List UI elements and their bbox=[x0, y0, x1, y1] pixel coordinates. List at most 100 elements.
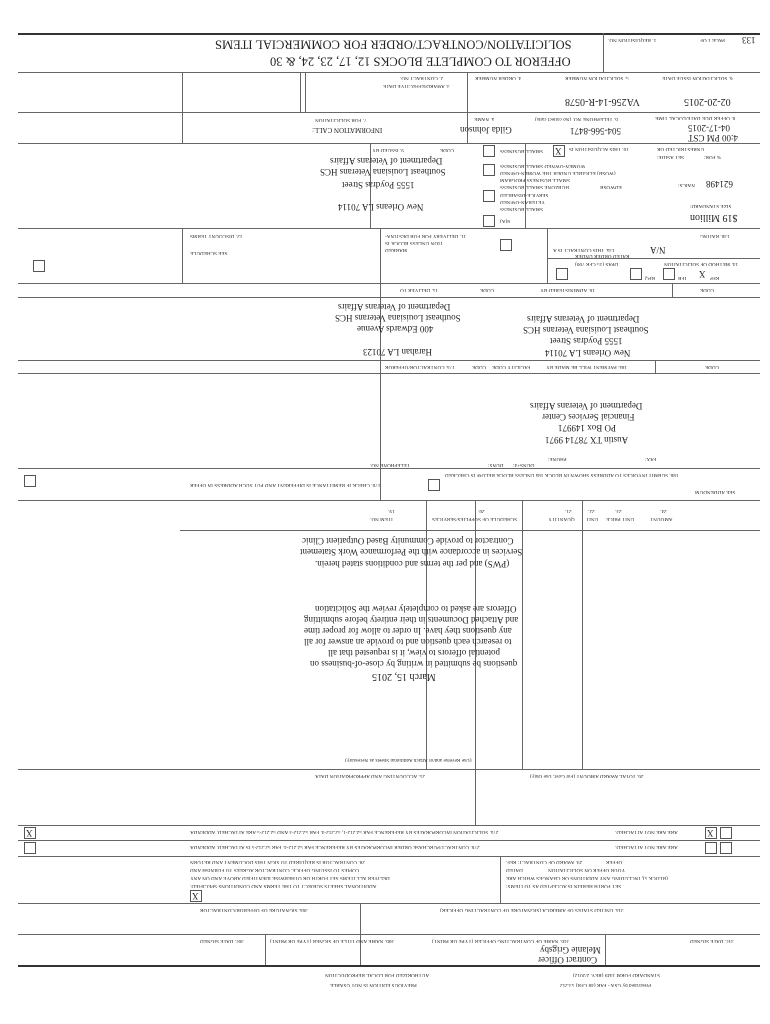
eight-a-checkbox[interactable] bbox=[483, 215, 495, 227]
wosb-label-2: (WOSB) ELIGIBLE UNDER THE WOMEN-OWNED bbox=[500, 170, 616, 175]
pct-for-label: % FOR: bbox=[704, 154, 722, 159]
clause-29: YOUR OFFER ON SOLICITATION bbox=[548, 867, 626, 872]
clause-29: (BLOCK 5), INCLUDING ANY ADDITIONS OR CH… bbox=[506, 875, 668, 880]
naics-code: 621498 bbox=[706, 179, 733, 189]
clause-29: SET FORTH HEREIN IS ACCEPTED AS TO ITEMS… bbox=[506, 883, 622, 888]
price-num: 23. bbox=[615, 508, 622, 513]
footer-form: STANDARD FORM 1449 (REV. 2/2012) bbox=[573, 972, 661, 977]
sdvosb-label-3: SMALL BUSINESS bbox=[500, 206, 544, 211]
order-no-label: 4. ORDER NUMBER bbox=[475, 75, 522, 80]
rating-value: N/A bbox=[650, 245, 666, 255]
description-line: Contractor to provide Community Based Ou… bbox=[302, 536, 514, 546]
form-subtitle: OFFEROR TO COMPLETE BLOCKS 12, 17, 23, 2… bbox=[270, 54, 571, 69]
discount-label: 12. DISCOUNT TERMS bbox=[190, 233, 243, 238]
block-11-checkbox[interactable] bbox=[33, 260, 45, 272]
description-line: Services in accordance with the Performa… bbox=[300, 547, 523, 557]
deliver-to-label: 15. DELIVER TO bbox=[400, 287, 439, 292]
due-time: 4:00 PM CST bbox=[688, 133, 739, 143]
rating-label: 13b. RATING bbox=[700, 233, 730, 238]
contract-no-label: 2. CONTRACT NO. bbox=[400, 75, 444, 80]
clause-27a-mark-2: X bbox=[26, 828, 33, 838]
remittance-checkbox[interactable] bbox=[428, 479, 440, 491]
due-label: 8. OFFER DUE DATE/LOCAL TIME bbox=[655, 115, 736, 120]
ifb-checkbox[interactable] bbox=[663, 268, 675, 280]
contractor-code: CODE bbox=[472, 364, 487, 369]
size-standard-label: SIZE STANDARD: bbox=[690, 203, 732, 208]
rated-label-2: RATED ORDER UNDER bbox=[575, 253, 630, 258]
payment-line: Department of Veterans Affairs bbox=[530, 401, 643, 411]
administered-by-code: CODE bbox=[700, 287, 715, 292]
info-call-label-2: 7. FOR SOLICITATION bbox=[315, 117, 367, 122]
description-line: (PWS) and per the terms and conditions s… bbox=[315, 559, 510, 569]
addenda-27b-are-checkbox[interactable] bbox=[705, 842, 717, 854]
addenda-27b-not-checkbox[interactable] bbox=[720, 842, 732, 854]
ifb-label: IFB bbox=[678, 275, 687, 280]
form-title: SOLICITATION/CONTRACT/ORDER FOR COMMERCI… bbox=[215, 37, 572, 52]
payment-line: Austin TX 78714 9971 bbox=[545, 435, 629, 445]
administered-by-line: Department of Veterans Affairs bbox=[527, 314, 640, 324]
officer-name: Melanie Grigsby bbox=[540, 945, 601, 955]
size-standard: $19 Million bbox=[690, 212, 738, 223]
quantity-header: QUANTITY bbox=[548, 516, 575, 521]
item-no-header: ITEM NO. bbox=[370, 516, 393, 521]
issued-by-code: CODE bbox=[440, 147, 455, 152]
issue-date: 02-20-2015 bbox=[684, 96, 731, 107]
signature-30a-label: 30a. SIGNATURE OF OFFEROR/CONTRACTOR bbox=[200, 907, 308, 912]
see-schedule: SEE SCHEDULE bbox=[190, 250, 228, 255]
officer-title: Contract Officer bbox=[538, 955, 598, 965]
amount-header: AMOUNT bbox=[650, 516, 673, 521]
info-call-label-1: INFORMATION CALL: bbox=[312, 126, 383, 134]
deliver-to-line: Southeast Louisiana Veterans HCS bbox=[335, 313, 461, 323]
delivery-label-3: MARKED bbox=[385, 247, 408, 252]
block-27a-checkbox[interactable] bbox=[24, 827, 36, 839]
administered-by-line: Southeast Louisiana Veterans HCS bbox=[523, 325, 649, 335]
clause-28: ADDITIONAL SHEETS SUBJECT TO THE TERMS A… bbox=[190, 883, 377, 888]
description-line: questions be submitted in writing by clo… bbox=[310, 659, 518, 669]
amount-num: 24. bbox=[660, 508, 667, 513]
fob-checkbox[interactable] bbox=[500, 239, 512, 251]
date-31c-label: 31c. DATE SIGNED bbox=[690, 938, 734, 943]
wosb-checkbox[interactable] bbox=[483, 164, 495, 176]
clause-27a-attached: ARE ARE NOT ATTACHED. bbox=[615, 829, 678, 834]
acquisition-label: 10. THIS ACQUISITION IS bbox=[569, 146, 629, 151]
sdvosb-checkbox[interactable] bbox=[483, 190, 495, 202]
quantity-num: 21. bbox=[565, 508, 572, 513]
page-label: PAGE 1 OF bbox=[700, 37, 725, 42]
addenda-27a-not-checkbox[interactable] bbox=[720, 827, 732, 839]
deliver-to-line: Department of Veterans Affairs bbox=[338, 302, 451, 312]
phone-label: b. TELEPHONE NO. (No collect calls) bbox=[535, 116, 618, 121]
addenda-27a-are-checkbox[interactable] bbox=[705, 827, 717, 839]
issued-by-label: 9. ISSUED BY bbox=[372, 147, 404, 152]
deliver-to-line: Harahan LA 70123 bbox=[363, 347, 432, 357]
rated-label-3: DPAS (15 CFR 700) bbox=[575, 261, 619, 266]
clause-27a: 27a. SOLICITATION INCORPORATES BY REFERE… bbox=[190, 829, 499, 834]
block-27b-checkbox[interactable] bbox=[24, 842, 36, 854]
description-line: March 15, 2015 bbox=[372, 671, 436, 682]
rfp-label: RFP bbox=[710, 275, 720, 280]
clause-28-mark: X bbox=[192, 891, 199, 901]
sdvosb-label-2: VETERAN-OWNED bbox=[500, 199, 545, 204]
due-date: 04-17-2015 bbox=[688, 123, 730, 133]
schedule-header: SCHEDULE OF SUPPLIES/SERVICES bbox=[432, 516, 518, 521]
rated-label-1: 13a. THIS CONTRACT IS A bbox=[553, 247, 615, 252]
small-business-checkbox[interactable] bbox=[483, 145, 495, 157]
block-17b-checkbox[interactable] bbox=[24, 475, 36, 487]
wosb-label-3: SMALL BUSINESS PROGRAM bbox=[500, 177, 570, 182]
issued-by-line: New Orleans LA 70114 bbox=[338, 202, 424, 212]
unrestricted-checkbox[interactable] bbox=[553, 145, 565, 157]
rfq-checkbox[interactable] bbox=[630, 268, 642, 280]
item-no-num: 19. bbox=[388, 508, 395, 513]
date-30c-label: 30c. DATE SIGNED bbox=[200, 938, 244, 943]
schedule-num: 20. bbox=[478, 508, 485, 513]
administered-by-line: New Orleans LA 70114 bbox=[545, 348, 631, 358]
contact-name: Gilda Johnson bbox=[460, 125, 512, 135]
award-date-label: 3. AWARD/EFFECTIVE DATE bbox=[383, 83, 450, 88]
clause-28: DELIVER ALL ITEMS SET FORTH OR OTHERWISE… bbox=[190, 875, 390, 880]
clause-28-checkbox[interactable] bbox=[190, 890, 202, 902]
dpas-checkbox[interactable] bbox=[556, 268, 568, 280]
clause-27b-attached: ARE ARE NOT ATTACHED. bbox=[615, 844, 678, 849]
duns-label: DUNS: bbox=[488, 462, 504, 467]
payment-line: PO Box 149971 bbox=[558, 423, 617, 433]
clause-29: 29. AWARD OF CONTRACT: REF. bbox=[506, 859, 583, 864]
footer-prescribed: Prescribed by GSA - FAR (48 CFR) 53.212 bbox=[560, 982, 652, 987]
